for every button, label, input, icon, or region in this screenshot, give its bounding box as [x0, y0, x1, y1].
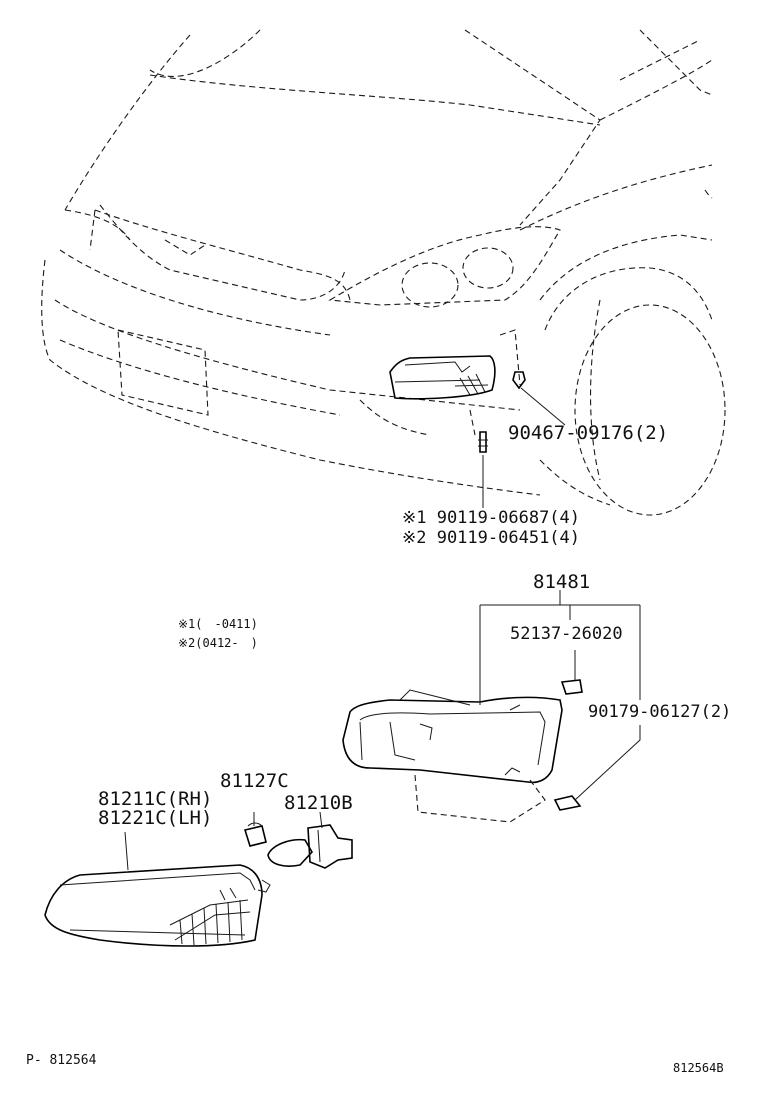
bulb [267, 811, 353, 869]
fog-lamp-assembly [44, 831, 271, 947]
page-reference: P- 812564 [26, 1053, 97, 1068]
label-bulb: 81210B [284, 792, 353, 814]
fog-lamp-mounted [389, 355, 526, 453]
figure-reference: 812564B [673, 1061, 724, 1075]
label-bracket-assy: 81481 [533, 571, 591, 593]
label-note2: ※2(0412- ) [178, 636, 258, 650]
label-lamp-rh: 81211C(RH) [98, 788, 213, 810]
lamp-bracket [342, 679, 583, 823]
label-bracket-clip: 90179-06127(2) [588, 702, 732, 722]
leader-lines-upper [482, 387, 566, 508]
bulb-socket [243, 812, 267, 847]
label-screw-note1: ※1 90119-06687(4) [402, 508, 581, 528]
label-note1: ※1( -0411) [178, 617, 258, 631]
label-bracket-nut: 52137-26020 [510, 624, 623, 644]
label-clip-upper: 90467-09176(2) [508, 422, 669, 444]
label-socket: 81127C [220, 770, 289, 792]
car-body-outline [41, 29, 726, 516]
label-lamp-lh: 81221C(LH) [98, 807, 213, 829]
leader-lines-bracket [479, 590, 641, 801]
label-screw-note2: ※2 90119-06451(4) [402, 528, 581, 548]
